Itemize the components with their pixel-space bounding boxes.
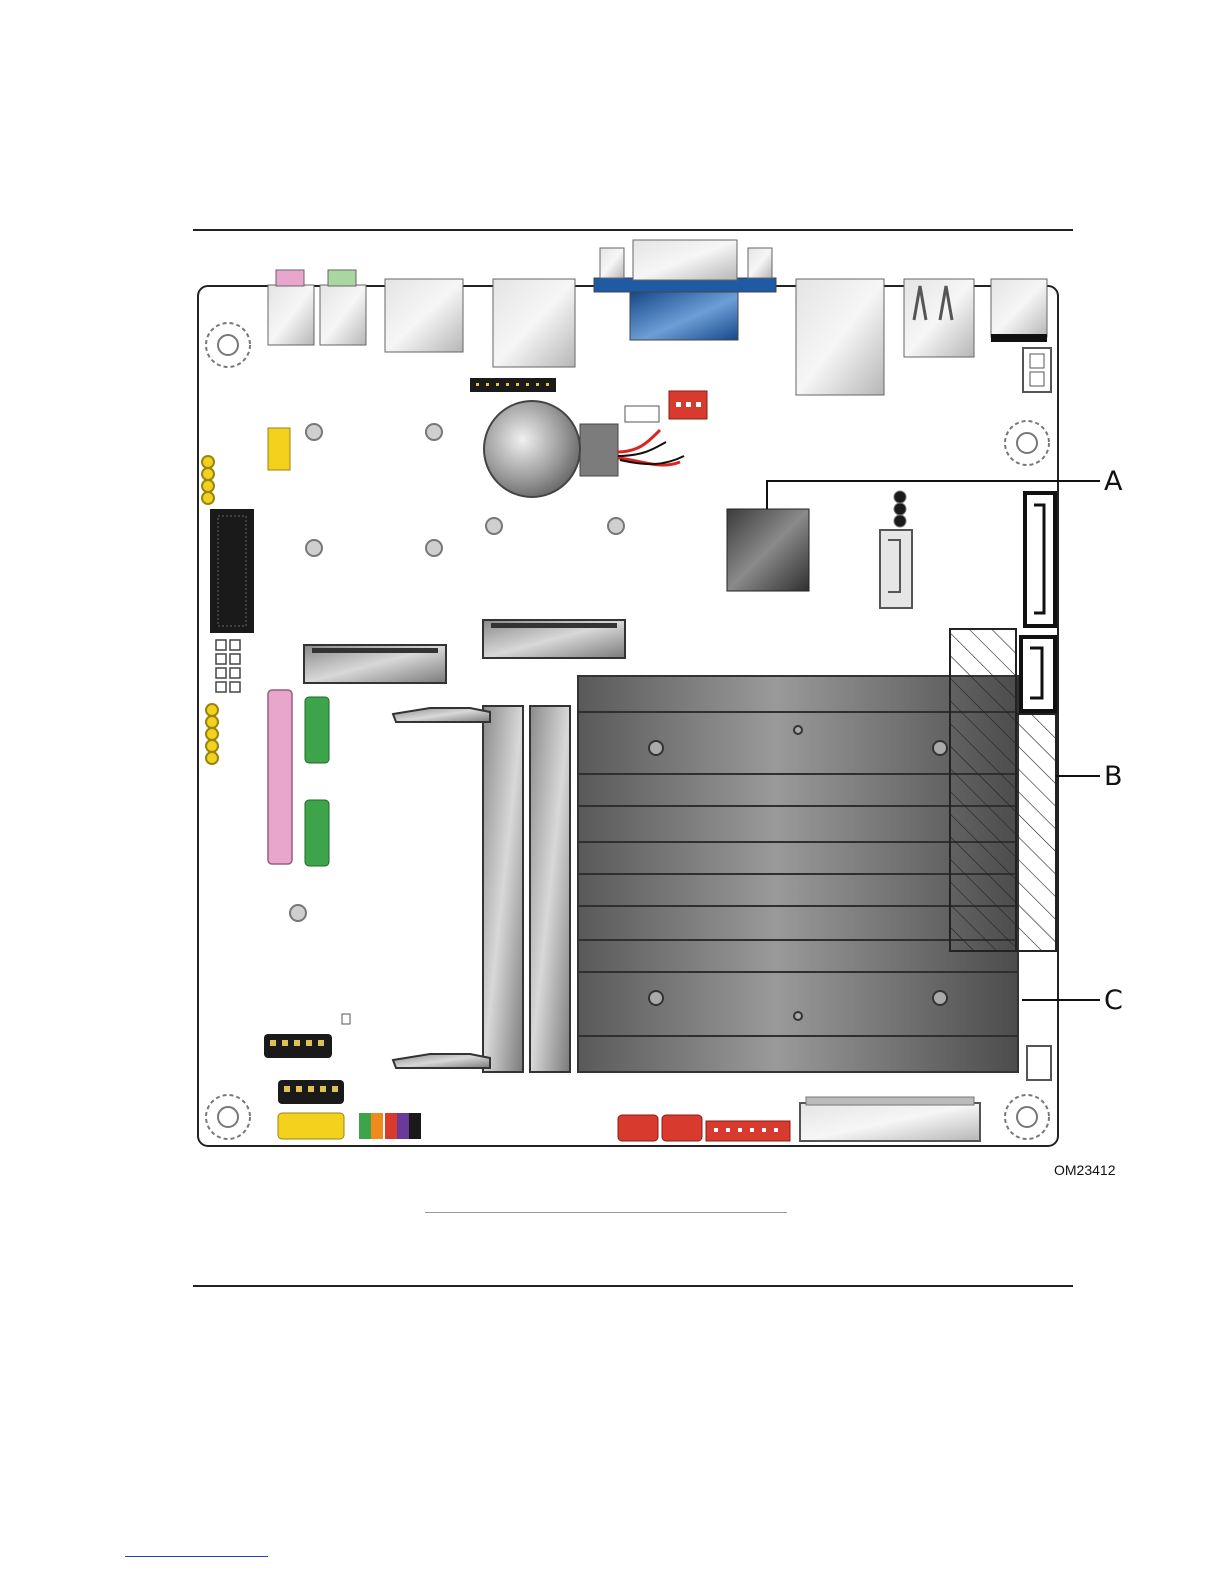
hatched-region-right: [1016, 714, 1056, 951]
lan-port-2: [796, 279, 884, 395]
small-black-header: [894, 491, 906, 527]
figure-id: OM23412: [1054, 1162, 1115, 1178]
fan-header-white: [1027, 1046, 1051, 1080]
audio-jack-pink: [268, 285, 314, 345]
yellow-header-bottom: [278, 1113, 344, 1139]
sata-connector-black-1: [1025, 493, 1055, 626]
pcie-slot: [210, 509, 254, 633]
green-header-1: [305, 697, 329, 763]
battery: [484, 401, 580, 497]
red-header-2: [662, 1115, 702, 1141]
front-panel-header: [359, 1113, 421, 1139]
callout-c-label: C: [1104, 987, 1123, 1014]
top-header: [470, 378, 556, 392]
audio-jack-green: [320, 285, 366, 345]
hdmi-port: [385, 279, 463, 352]
yellow-header-small: [268, 428, 290, 470]
callout-a-label: A: [1104, 468, 1122, 495]
onboard-led: [342, 1014, 350, 1024]
red-header-1: [618, 1115, 658, 1141]
lan-port-1: [493, 279, 575, 367]
battery-holder: [580, 424, 618, 476]
callout-b-label: B: [1104, 763, 1123, 790]
hatched-region: [950, 629, 1016, 951]
green-header-2: [305, 800, 329, 866]
dc-power-jack: [991, 279, 1047, 337]
sata-connector-grey: [880, 530, 912, 608]
pink-header: [268, 690, 292, 864]
vga-port: [633, 240, 737, 280]
lvds-connector: [800, 1103, 980, 1141]
chip-a: [727, 509, 809, 591]
